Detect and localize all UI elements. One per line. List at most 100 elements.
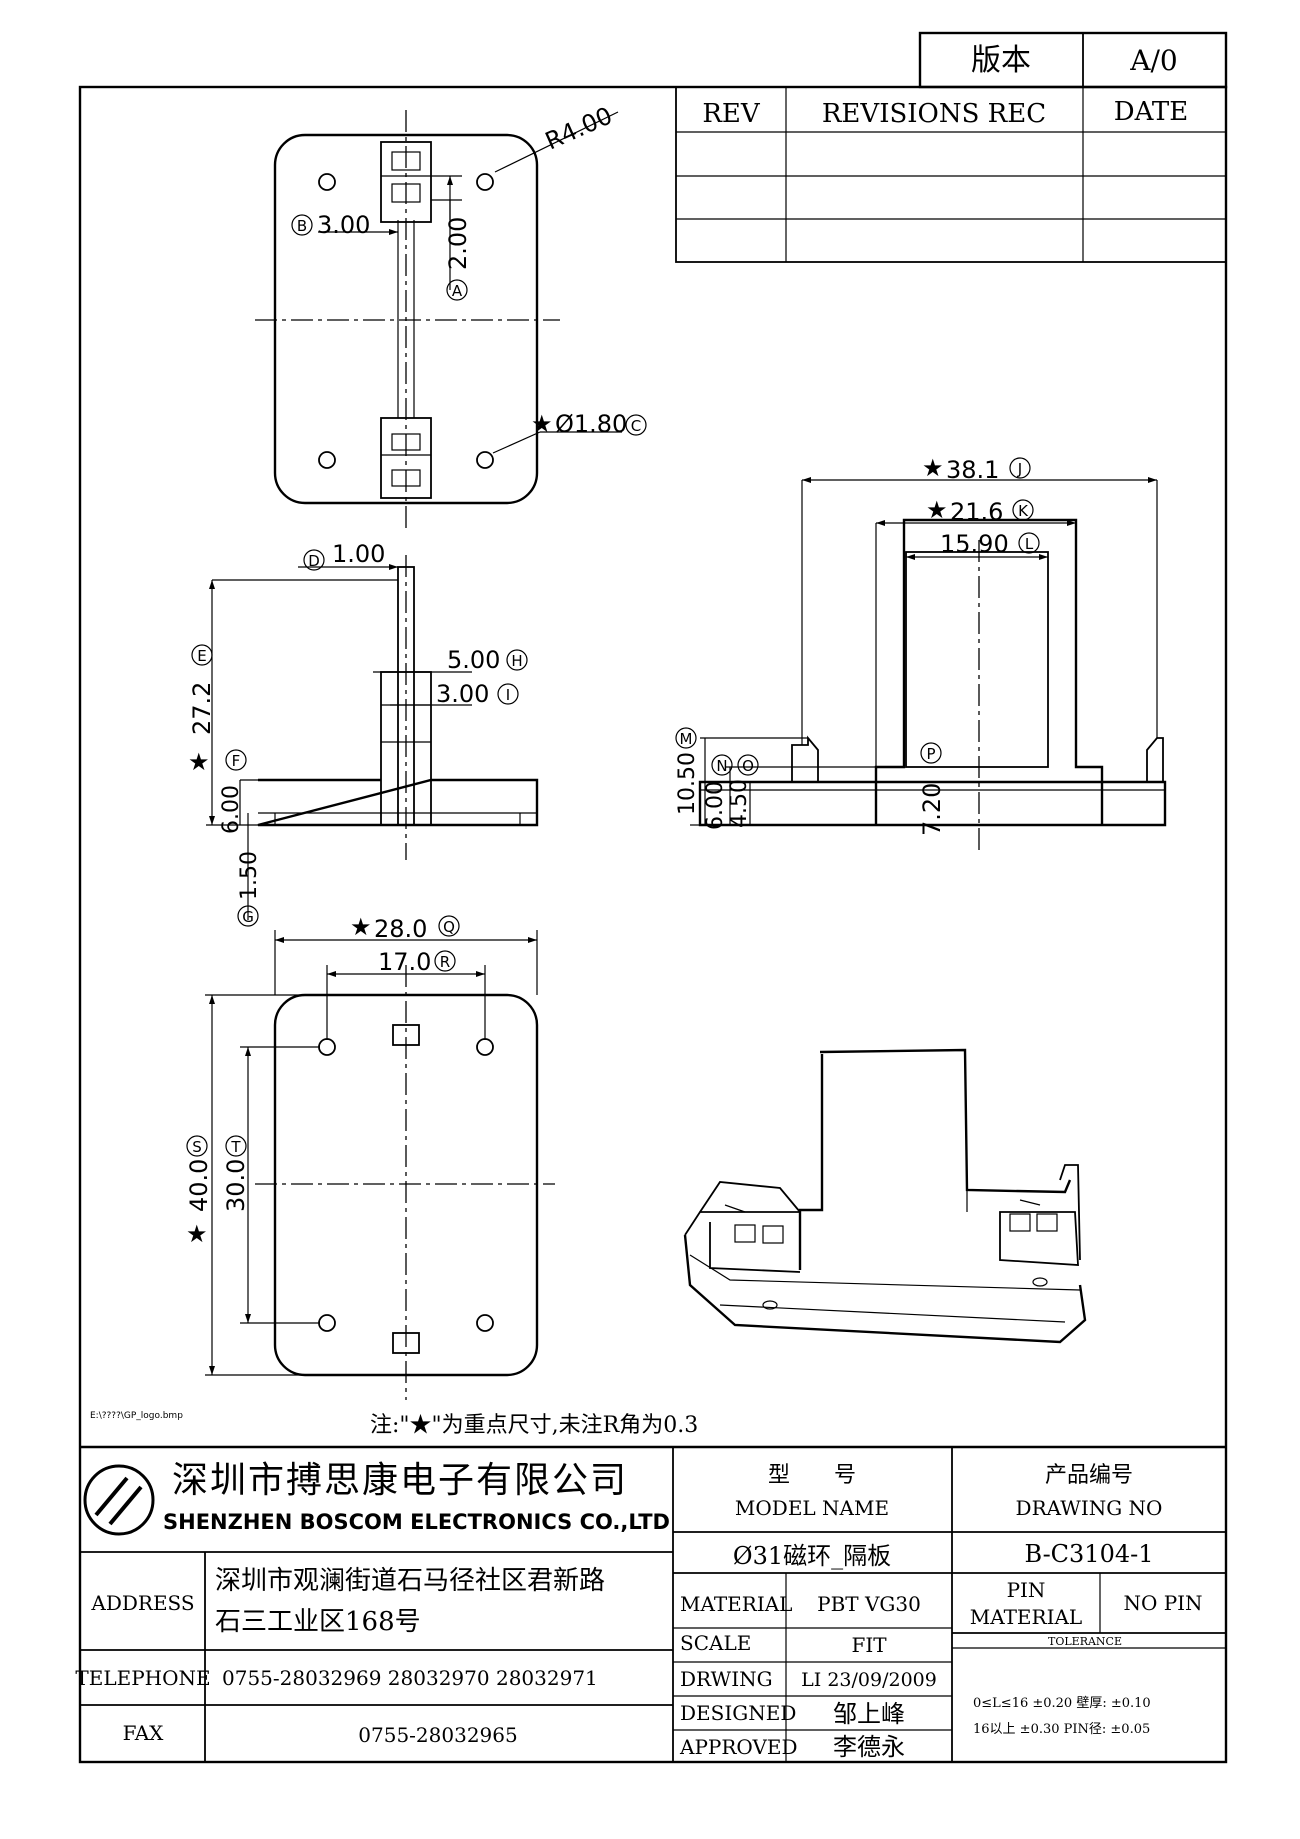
dim-p: P 7.20 — [918, 742, 946, 836]
dim-p-label: P — [926, 745, 935, 763]
dim-l: 15.90 L — [940, 530, 1040, 558]
dim-c-value: Ø1.80 — [555, 410, 627, 438]
dim-t-label: T — [230, 1138, 241, 1156]
file-path: E:\????\GP_logo.bmp — [90, 1411, 183, 1421]
address-label: ADDRESS — [90, 1591, 194, 1615]
tolerance-line2: 16以上 ±0.30 PIN径: ±0.05 — [973, 1722, 1150, 1737]
version-label: 版本 — [971, 43, 1031, 78]
dim-m-value: 10.50 — [675, 752, 700, 815]
drawing-value: LI 23/09/2009 — [801, 1669, 937, 1691]
dim-h-label: H — [511, 652, 522, 670]
dim-m: M 10.50 — [675, 727, 700, 815]
title-block: 深圳市搏思康电子有限公司 SHENZHEN BOSCOM ELECTRONICS… — [75, 1447, 1226, 1762]
dim-a: 2.00 A — [444, 217, 472, 301]
dim-q-value: 28.0 — [374, 915, 427, 943]
dim-d-label: D — [308, 552, 320, 570]
bottom-view: ★ 28.0 Q 17.0 R S 40.0 ★ T 30.0 — [185, 913, 555, 1400]
dim-l-value: 15.90 — [940, 530, 1009, 558]
dim-h: 5.00 H — [447, 646, 528, 674]
fax-label: FAX — [123, 1721, 165, 1745]
drawing-frame — [78, 85, 1228, 1764]
note-text: 注:"★"为重点尺寸,未注R角为0.3 — [370, 1413, 698, 1438]
designed-label: DESIGNED — [680, 1701, 796, 1725]
dim-r-value: 17.0 — [378, 948, 431, 976]
dim-e-label: E — [197, 647, 206, 665]
dim-d-value: 1.00 — [332, 540, 385, 568]
dim-j-label: J — [1017, 460, 1022, 478]
dim-h-value: 5.00 — [447, 646, 500, 674]
dim-f-value: 6.00 — [219, 785, 244, 834]
version-value: A/0 — [1129, 44, 1177, 77]
scale-value: FIT — [851, 1633, 887, 1657]
dim-l-label: L — [1025, 535, 1034, 553]
dim-a-value: 2.00 — [444, 217, 472, 270]
dim-t-value: 30.0 — [222, 1159, 250, 1212]
dim-o-value: 4.50 — [727, 779, 752, 828]
scale-label: SCALE — [680, 1631, 751, 1655]
dim-b: B 3.00 — [291, 211, 370, 239]
dim-n: N 6.00 — [703, 754, 733, 830]
dim-c-star: ★ — [531, 410, 553, 438]
fax-value: 0755-28032965 — [358, 1723, 517, 1747]
dim-q-label: Q — [443, 918, 455, 936]
dim-k-star: ★ — [926, 496, 948, 524]
drawing-label: DRWING — [680, 1667, 773, 1691]
model-label-en: MODEL NAME — [735, 1496, 889, 1520]
dim-e-star: ★ — [188, 748, 210, 776]
pin-label: PIN — [1007, 1578, 1046, 1602]
model-value: Ø31磁环_隔板 — [733, 1542, 891, 1570]
dim-r-label: R — [440, 953, 450, 971]
dim-d: D 1.00 — [303, 540, 385, 571]
dim-k: ★ 21.6 K — [926, 496, 1034, 526]
dim-k-label: K — [1018, 502, 1029, 520]
dim-t: T 30.0 — [222, 1135, 250, 1212]
pin-value: NO PIN — [1123, 1591, 1202, 1615]
material-label: MATERIAL — [680, 1592, 792, 1616]
dim-n-label: N — [716, 757, 727, 775]
approved-value: 李德永 — [833, 1733, 905, 1761]
tolerance-line1: 0≤L≤16 ±0.20 壁厚: ±0.10 — [973, 1696, 1151, 1711]
dim-i: 3.00 I — [436, 680, 519, 708]
drawing-no-value: B-C3104-1 — [1024, 1540, 1153, 1568]
dim-g-label: G — [242, 908, 254, 926]
dim-p-value: 7.20 — [918, 783, 946, 836]
side-view: D 1.00 E 27.2 ★ F 6.00 1.50 G 5.00 H 3.0… — [188, 540, 539, 927]
pin-material-label: MATERIAL — [970, 1605, 1082, 1629]
dim-n-value: 6.00 — [703, 781, 728, 830]
dim-g: 1.50 G — [237, 851, 262, 927]
address-line1: 深圳市观澜街道石马径社区君新路 — [215, 1566, 605, 1596]
dim-i-value: 3.00 — [436, 680, 489, 708]
isometric-view — [683, 1048, 1087, 1344]
dim-a-label: A — [452, 282, 463, 300]
revision-table: REV REVISIONS REC DATE — [675, 86, 1227, 263]
dim-q: ★ 28.0 Q — [350, 913, 460, 943]
dim-s: S 40.0 ★ — [185, 1135, 213, 1248]
dim-b-label: B — [297, 217, 307, 235]
version-box: 版本 A/0 — [918, 31, 1228, 89]
front-view: ★ 38.1 J ★ 21.6 K 15.90 L M 10.50 N 6.00 — [675, 454, 1167, 855]
date-header: DATE — [1114, 97, 1189, 127]
dim-e-value: 27.2 — [188, 682, 216, 735]
rev-header: REV — [702, 99, 761, 129]
company-name-en: SHENZHEN BOSCOM ELECTRONICS CO.,LTD — [163, 1510, 670, 1534]
dim-o-label: O — [742, 757, 754, 775]
material-value: PBT VG30 — [817, 1592, 921, 1616]
dim-o: O 4.50 — [727, 754, 759, 828]
dim-r: 17.0 R — [378, 948, 456, 976]
dim-q-star: ★ — [350, 913, 372, 941]
dim-c: ★ Ø1.80 C — [531, 410, 647, 438]
dim-m-label: M — [680, 730, 693, 748]
drawing-no-label-en: DRAWING NO — [1016, 1496, 1163, 1520]
dim-b-value: 3.00 — [317, 211, 370, 239]
dim-i-label: I — [506, 686, 510, 704]
top-view: R4.00 B 3.00 2.00 A ★ Ø1.80 C — [255, 101, 647, 530]
company-name-cn: 深圳市搏思康电子有限公司 — [172, 1460, 628, 1501]
dim-s-star: ★ — [186, 1220, 208, 1248]
dim-s-label: S — [192, 1138, 202, 1156]
dim-c-label: C — [631, 417, 641, 435]
company-logo — [83, 1464, 155, 1536]
dim-f: F 6.00 — [219, 749, 247, 834]
corner-radius-dim: R4.00 — [541, 101, 616, 155]
designed-value: 邹上峰 — [833, 1700, 905, 1728]
tolerance-label: TOLERANCE — [1048, 1635, 1122, 1648]
